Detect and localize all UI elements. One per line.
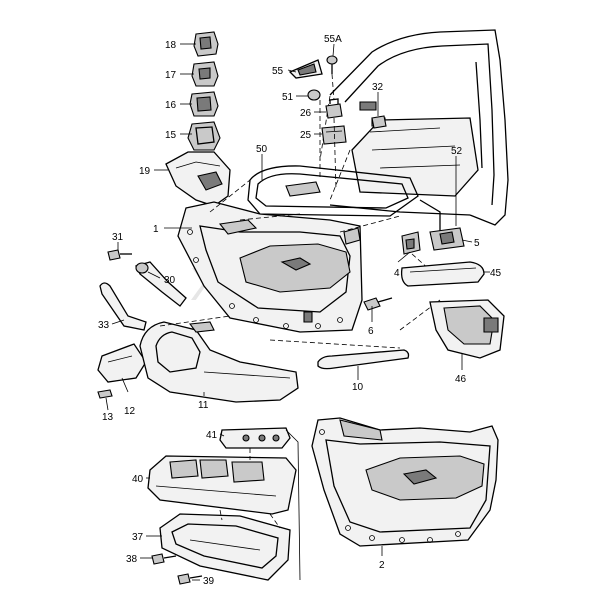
door-trim-panel-2 [311, 417, 499, 547]
label-4: 4 [394, 268, 400, 279]
cover-cap-15 [187, 121, 221, 151]
label-33: 33 [98, 320, 110, 331]
label-25: 25 [300, 130, 312, 141]
label-39: 39 [203, 576, 215, 587]
label-55: 55 [272, 66, 284, 77]
mirror-trim-55 [288, 59, 323, 79]
label-41: 41 [206, 430, 218, 441]
screw-31 [107, 249, 132, 261]
label-19: 19 [139, 166, 151, 177]
label-50: 50 [256, 144, 268, 155]
screw-39 [177, 573, 203, 585]
label-12: 12 [124, 406, 136, 417]
screw-6 [363, 297, 393, 311]
label-51: 51 [282, 92, 294, 103]
speaker-cover-46 [429, 299, 505, 359]
leader-lines [105, 43, 490, 581]
clip-32 [371, 115, 387, 129]
door-trim-panel-1 [177, 201, 363, 333]
clip-4 [401, 231, 421, 255]
label-16: 16 [165, 100, 177, 111]
label-15: 15 [165, 130, 177, 141]
label-31: 31 [112, 232, 124, 243]
part-labels: 18 17 16 15 19 55A 55 51 26 25 32 50 52 … [98, 34, 502, 587]
door-seal-50 [247, 165, 419, 217]
screw-38 [151, 553, 177, 565]
label-26: 26 [300, 108, 312, 119]
label-18: 18 [165, 40, 177, 51]
trim-cover-19 [165, 151, 231, 207]
label-1: 1 [153, 224, 159, 235]
label-17: 17 [165, 70, 177, 81]
clip-51 [307, 89, 321, 101]
label-52: 52 [451, 146, 463, 157]
grab-handle-33 [99, 282, 147, 331]
trim-strip-10 [317, 349, 410, 370]
label-46: 46 [455, 374, 467, 385]
cover-cap-17 [191, 61, 219, 87]
screw-55a [326, 55, 338, 74]
label-13: 13 [102, 412, 114, 423]
label-32: 32 [372, 82, 384, 93]
label-2: 2 [379, 560, 385, 571]
switch-panel-41 [219, 427, 291, 449]
armrest-11 [139, 321, 299, 403]
cover-12 [97, 343, 147, 383]
door-frame [319, 29, 509, 232]
bracket-5 [429, 227, 465, 251]
label-45: 45 [490, 268, 502, 279]
clip-25 [321, 125, 347, 145]
cover-cap-16 [189, 91, 219, 117]
label-5: 5 [474, 238, 480, 249]
switch-housing-40 [147, 455, 297, 515]
handle-bracket-30 [135, 261, 187, 307]
cover-cap-18 [193, 31, 219, 57]
label-10: 10 [352, 382, 364, 393]
label-40: 40 [132, 474, 144, 485]
label-6: 6 [368, 326, 374, 337]
label-11: 11 [198, 400, 209, 411]
pull-handle-45 [400, 261, 485, 287]
plug-13 [97, 389, 113, 399]
label-55a: 55A [324, 34, 342, 45]
label-30: 30 [164, 275, 176, 286]
bracket-37 [159, 513, 291, 581]
clip-26 [325, 98, 343, 119]
label-38: 38 [126, 554, 138, 565]
label-37: 37 [132, 532, 144, 543]
